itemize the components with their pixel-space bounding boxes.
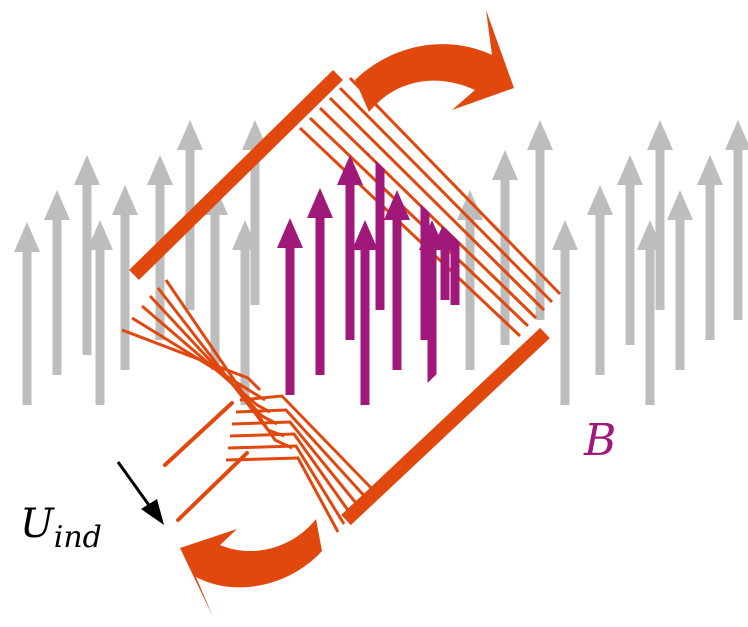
background-field-arrow — [14, 222, 40, 405]
coil-frame — [129, 70, 550, 526]
rotation-arrow-bottom — [180, 519, 322, 617]
background-field-arrow — [617, 155, 643, 345]
coil-field-arrow — [337, 155, 363, 340]
voltage-arrow — [116, 461, 164, 525]
background-field-arrow — [87, 220, 113, 405]
coil-field-arrow — [432, 220, 458, 300]
background-field-arrow — [147, 155, 173, 340]
background-field-arrow — [74, 155, 100, 355]
coil-field-arrow — [277, 218, 303, 395]
background-field-arrow — [667, 190, 693, 370]
coil — [121, 70, 562, 533]
induced-voltage-subscript: ind — [54, 520, 102, 555]
induced-voltage-symbol: U — [20, 501, 55, 547]
background-field-arrow — [112, 185, 138, 370]
background-field-arrow — [725, 120, 748, 320]
coil-field-arrow — [307, 188, 333, 375]
coil-windings-lower-right — [225, 394, 377, 533]
background-field-arrow — [647, 120, 673, 310]
coil-field-arrow — [384, 190, 410, 370]
rotation-arrow-top — [355, 10, 514, 112]
coil-field-arrow — [352, 220, 378, 405]
background-field-arrow — [697, 155, 723, 340]
background-field-arrow — [492, 150, 518, 345]
coil-lead-wires — [163, 401, 249, 522]
background-field-arrow — [44, 190, 70, 375]
background-field-arrow — [587, 185, 613, 375]
background-field-arrow — [552, 220, 578, 405]
magnetic-field-label: B — [583, 415, 616, 466]
induced-voltage-label: Uind — [20, 501, 102, 555]
coil-magnetic-field — [277, 127, 468, 405]
